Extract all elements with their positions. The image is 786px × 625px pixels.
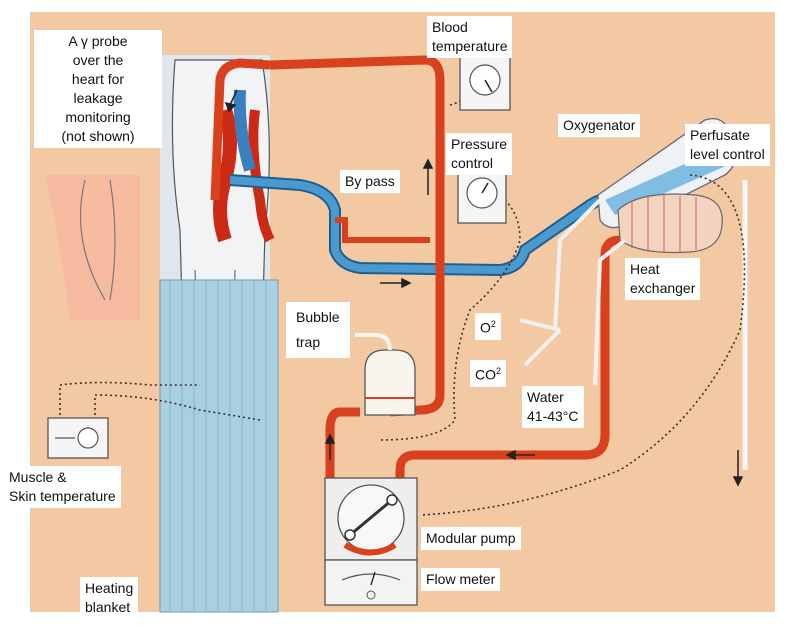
muscle-skin-temperature-device [48,418,108,458]
pressure-control-line-1: Pressure [451,135,507,154]
blood-temperature-line-1: Blood [432,18,507,37]
co2-label: CO2 [470,360,506,387]
heating-blanket-line-1: Heating [85,579,133,598]
flow-meter-label: Flow meter [421,568,500,591]
pressure-control-label: Pressure control [446,133,512,175]
bubble-trap-line-1: Bubble [296,305,340,330]
heating-blanket-line-2: blanket [85,598,133,617]
gamma-probe-line-6: (not shown) [39,127,157,146]
gamma-probe-line-1: A γ probe [39,32,157,51]
modular-pump-device [325,478,417,560]
water-label: Water 41-43°C [522,386,584,428]
bubble-trap-line-2: trap [296,330,340,355]
water-line-1: Water [527,388,579,407]
pressure-control-gauge [458,168,506,223]
heat-exchanger-line-2: exchanger [630,279,695,298]
gamma-probe-line-2: over the [39,51,157,70]
flow-meter-text: Flow meter [426,570,495,589]
perfusate-line-1: Perfusate [690,126,765,145]
muscle-skin-line-2: Skin temperature [9,487,116,506]
muscle-skin-temperature-label: Muscle & Skin temperature [4,466,121,508]
gamma-probe-label: A γ probe over the heart for leakage mon… [34,30,162,148]
co2-subscript: 2 [496,366,501,376]
perfusate-level-control-label: Perfusate level control [685,124,770,166]
pressure-control-line-2: control [451,154,507,173]
by-pass-label: By pass [340,170,400,193]
gamma-probe-line-4: leakage [39,89,157,108]
modular-pump-label: Modular pump [421,527,521,550]
heating-blanket-label: Heating blanket [80,577,138,619]
oxygenator-text: Oxygenator [563,116,635,135]
co2-text: CO [475,367,496,383]
water-line-2: 41-43°C [527,407,579,426]
heat-exchanger-device [618,194,722,253]
muscle-skin-line-1: Muscle & [9,468,116,487]
heat-exchanger-label: Heat exchanger [625,258,700,300]
perfusate-line-2: level control [690,145,765,164]
o2-label: O2 [475,313,501,340]
blood-temperature-gauge [460,55,510,110]
modular-pump-text: Modular pump [426,529,516,548]
flow-meter-device [325,560,417,605]
gamma-probe-line-3: heart for [39,70,157,89]
oxygenator-label: Oxygenator [558,114,640,137]
gamma-probe-line-5: monitoring [39,108,157,127]
blood-temperature-label: Blood temperature [427,16,512,58]
heat-exchanger-line-1: Heat [630,260,695,279]
bubble-trap-label: Bubble trap [286,302,350,358]
o2-subscript: 2 [491,319,496,329]
o2-text: O [480,320,491,336]
heating-blanket-pad [160,280,278,612]
blood-temperature-line-2: temperature [432,37,507,56]
by-pass-text: By pass [345,172,395,191]
